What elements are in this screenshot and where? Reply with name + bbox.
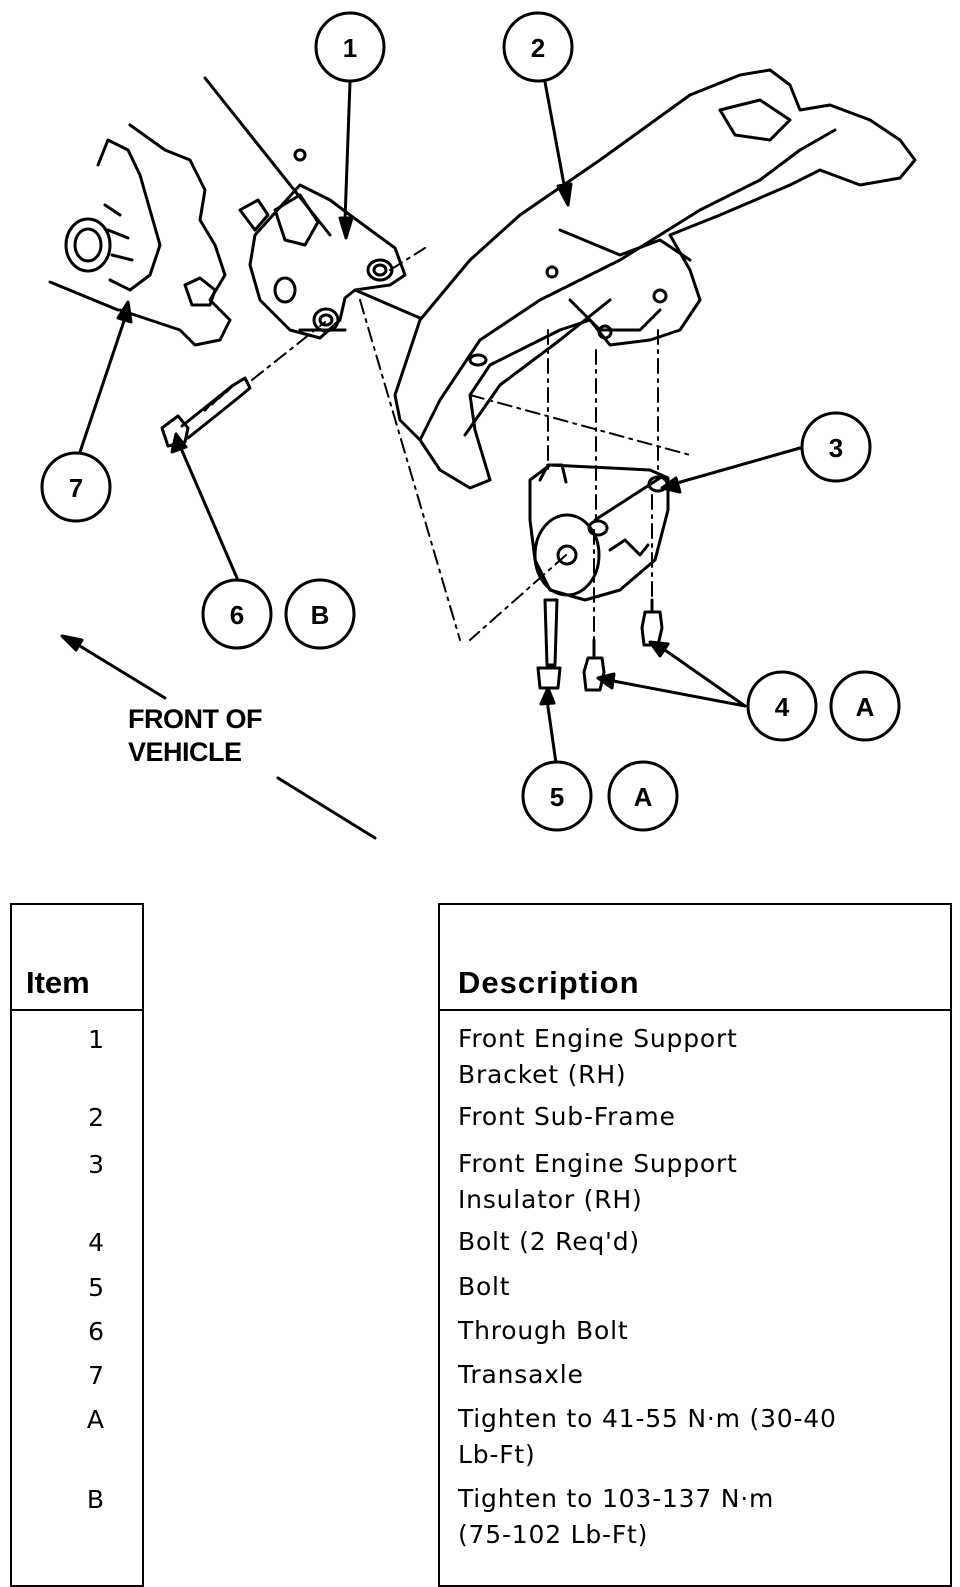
- front-of-vehicle-label: FRONT OF VEHICLE: [128, 704, 262, 767]
- callout-a1-circle: [829, 670, 901, 742]
- callout-3-circle: [800, 411, 872, 483]
- item-column: Item 1 2 3 4 5 6 7 A B: [10, 903, 144, 1587]
- callout-5-label: 5: [550, 782, 564, 812]
- table-row-item: 5: [88, 1273, 104, 1302]
- callout-b-circle: [284, 578, 356, 650]
- table-row-item: 2: [88, 1103, 104, 1132]
- engine-support-bracket-drawing: [238, 183, 407, 340]
- bolt-5-drawing: [536, 598, 562, 690]
- table-row-item: 3: [88, 1150, 104, 1179]
- item-header: Item: [26, 965, 90, 1000]
- table-row-description: Through Bolt: [458, 1316, 629, 1345]
- description-column: Description Front Engine Support Bracket…: [438, 903, 952, 1587]
- table-row-item: A: [86, 1405, 104, 1434]
- callout-7-label: 7: [69, 473, 83, 503]
- description-header: Description: [458, 965, 640, 1000]
- callout-2-circle: [502, 11, 574, 83]
- callout-b-label: B: [311, 600, 330, 630]
- through-bolt-6-drawing: [160, 376, 252, 448]
- table-row-item: 6: [88, 1317, 104, 1346]
- callout-5-circle: [521, 760, 593, 832]
- callout-a1-label: A: [856, 692, 875, 722]
- table-row-item: B: [86, 1485, 104, 1514]
- table-row-description: Bolt (2 Req'd): [458, 1227, 640, 1256]
- callout-3-label: 3: [829, 433, 843, 463]
- table-row-item: 7: [88, 1361, 104, 1390]
- callout-7-circle: [40, 451, 112, 523]
- callout-6-label: 6: [230, 600, 244, 630]
- description-header-cell: Description: [440, 905, 950, 1011]
- callout-a2-label: A: [634, 782, 653, 812]
- engine-mount-diagram: 1 2 3 4 A 5 A 6 B 7: [40, 11, 917, 840]
- table-row-description: Bolt: [458, 1272, 511, 1301]
- item-header-cell: Item: [12, 905, 142, 1011]
- callout-4-circle: [746, 670, 818, 742]
- engine-support-insulator-drawing: [528, 463, 670, 602]
- table-row-description: Front Engine Support Insulator (RH): [458, 1149, 738, 1214]
- front-sub-frame-drawing: [393, 68, 917, 490]
- table-row-description: Front Engine Support Bracket (RH): [458, 1024, 738, 1089]
- callout-a2-circle: [607, 760, 679, 832]
- table-row-item: 1: [88, 1025, 104, 1054]
- table-row-item: 4: [88, 1228, 104, 1257]
- transaxle-drawing: [48, 76, 332, 347]
- callout-4-label: 4: [775, 692, 790, 722]
- table-row-description: Transaxle: [458, 1360, 584, 1389]
- callout-2-label: 2: [531, 33, 545, 63]
- callout-1-circle: [314, 11, 386, 83]
- table-row-description: Front Sub-Frame: [458, 1102, 676, 1131]
- table-row-description: Tighten to 41-55 N·m (30-40 Lb-Ft): [458, 1404, 837, 1469]
- table-row-description: Tighten to 103-137 N·m (75-102 Lb-Ft): [458, 1484, 775, 1549]
- callout-1-label: 1: [343, 33, 357, 63]
- callout-6-circle: [201, 578, 273, 650]
